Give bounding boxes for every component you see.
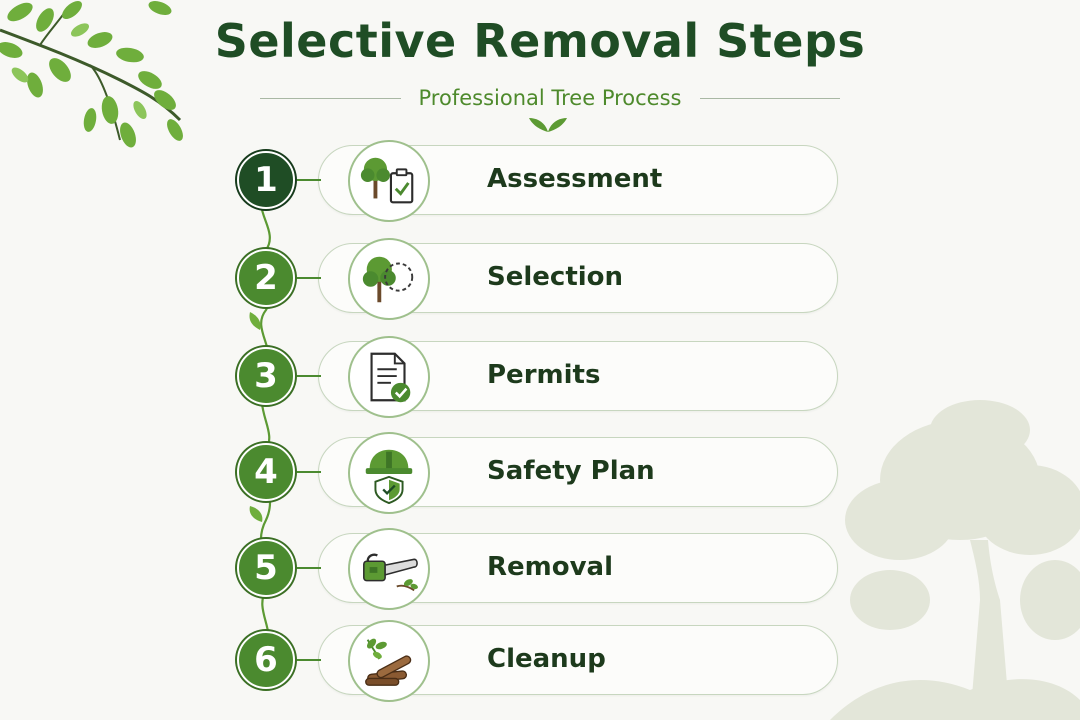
document-check-icon [348,336,430,418]
step-number-badge: 4 [237,443,295,501]
step-row: 5 Removal [0,528,1080,610]
tree-clipboard-icon [348,140,430,222]
sprout-icon [529,118,567,132]
step-row: 3 Permits [0,336,1080,418]
step-connector [297,277,321,279]
tree-silhouette-decoration [830,400,1080,720]
step-row: 2 Selection [0,238,1080,320]
leaf-branch-decoration [0,1,183,148]
step-number-badge: 3 [237,347,295,405]
chainsaw-icon [348,528,430,610]
step-label: Assessment [487,164,663,194]
step-connector [297,375,321,377]
step-connector [297,179,321,181]
step-number-badge: 5 [237,539,295,597]
step-row: 4 Safety Plan [0,432,1080,514]
hardhat-shield-icon [348,432,430,514]
step-connector [297,659,321,661]
step-row: 1 Assessment [0,140,1080,222]
subtitle-rule-right [699,97,841,99]
step-label: Cleanup [487,644,606,674]
step-label: Safety Plan [487,456,655,486]
page-subtitle: Professional Tree Process [418,86,682,110]
step-label: Removal [487,552,614,582]
step-row: 6 Cleanup [0,620,1080,702]
page-title: Selective Removal Steps [214,14,866,68]
step-number-badge: 1 [237,151,295,209]
subtitle-rule-left [260,97,401,99]
tree-selection-icon [348,238,430,320]
subtitle-row: Professional Tree Process [260,84,841,112]
logs-leaves-icon [348,620,430,702]
step-number-badge: 6 [237,631,295,689]
step-number-badge: 2 [237,249,295,307]
step-connector [297,567,321,569]
step-label: Selection [487,262,624,292]
step-connector [297,471,321,473]
step-label: Permits [487,360,601,390]
